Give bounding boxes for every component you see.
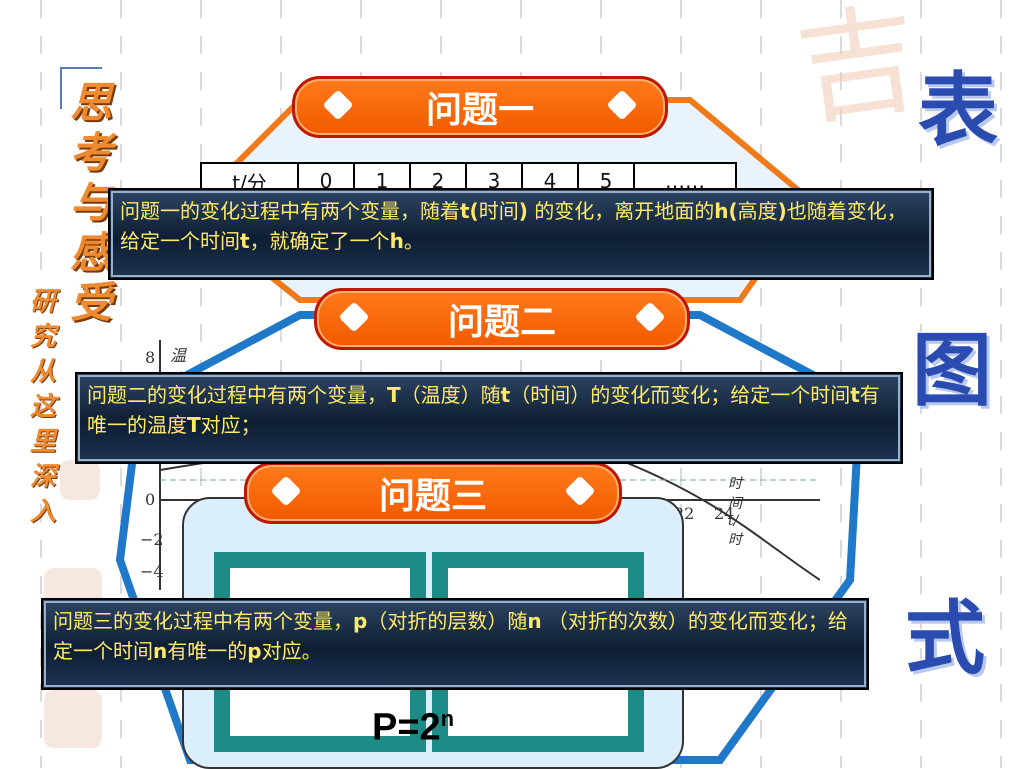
- diamond-icon: [322, 89, 354, 121]
- banner-text: ，就确定了一个: [249, 229, 390, 253]
- banner-text: 有唯一的: [167, 639, 248, 663]
- banner-text: 有唯一的温度: [87, 383, 880, 437]
- banner-text: 高度: [737, 199, 778, 223]
- banner-text: 问题一的变化过程中有两个变量，随着: [120, 199, 460, 223]
- banner-text: （时间）的变化而变化；给定一个时间: [510, 383, 851, 407]
- problem-1-description: 问题一的变化过程中有两个变量，随着t(时间) 的变化，离开地面的h(高度)也随着…: [108, 188, 934, 280]
- graph-ytick: −2: [140, 530, 164, 549]
- side-title-char: 与: [70, 178, 113, 227]
- diamond-icon: [270, 475, 302, 507]
- problem-2-pill: 问题二: [314, 288, 690, 350]
- side-title-char: 考: [70, 128, 113, 177]
- side-subtitle-char: 究: [30, 322, 57, 352]
- formula: P=2n: [372, 706, 454, 750]
- banner-bold: t: [500, 383, 511, 407]
- banner-text: 也随着变化，给定一个时间: [120, 199, 907, 253]
- side-title-char: 受: [70, 278, 113, 327]
- banner-bold: ): [777, 199, 787, 223]
- side-subtitle-char: 入: [30, 497, 57, 527]
- banner-bold: t: [240, 229, 250, 253]
- banner-text: （温度）随: [400, 383, 501, 407]
- right-title-shi: 式: [905, 591, 985, 685]
- corner-mark: [60, 67, 102, 109]
- problem-1-label: 问题一: [425, 90, 534, 131]
- banner-bold: t: [850, 383, 860, 407]
- problem-3-description: 问题三的变化过程中有两个变量，p（对折的层数）随n （对折的次数）的变化而变化；…: [41, 598, 869, 690]
- banner-text: 问题三的变化过程中有两个变量，: [53, 609, 353, 633]
- problem-2-description: 问题二的变化过程中有两个变量，T（温度）随t（时间）的变化而变化；给定一个时间t…: [75, 372, 903, 464]
- banner-bold: h(: [714, 199, 738, 223]
- banner-bold: T: [187, 413, 201, 437]
- banner-text: 对应；: [200, 413, 261, 437]
- side-subtitle-char: 从: [30, 357, 57, 387]
- banner-bold: ): [518, 199, 528, 223]
- formula-base: P=2: [372, 706, 441, 749]
- problem-3-label: 问题三: [378, 476, 487, 517]
- side-subtitle-char: 这: [30, 392, 57, 422]
- decorative-seal-small: [44, 690, 102, 748]
- side-subtitle-char: 研: [30, 287, 57, 317]
- banner-text: 问题二的变化过程中有两个变量，: [87, 383, 387, 407]
- diamond-icon: [338, 301, 370, 333]
- banner-bold: h: [389, 229, 404, 253]
- banner-bold: p: [247, 639, 262, 663]
- side-subtitle: 研 究 从 这 里 深 入: [30, 285, 66, 530]
- banner-bold: p: [353, 609, 368, 633]
- graph-ytick: 8: [145, 348, 156, 367]
- banner-bold: n: [527, 609, 542, 633]
- banner-bold: t(: [460, 199, 479, 223]
- banner-text: 时间: [478, 199, 519, 223]
- side-title-char: 思: [70, 78, 113, 127]
- banner-text: （对折的层数）随: [367, 609, 528, 633]
- diamond-icon: [606, 89, 638, 121]
- side-title-char: 感: [70, 228, 113, 277]
- banner-text: （对折的次数）的变化而变化；给定一个时间: [53, 609, 848, 663]
- right-title-biao: 表: [918, 63, 998, 157]
- problem-1-pill: 问题一: [292, 76, 668, 138]
- right-title-tu: 图: [912, 323, 992, 417]
- decorative-seal-small: [60, 460, 100, 500]
- banner-text: 。: [403, 229, 424, 253]
- banner-text: 对应。: [261, 639, 322, 663]
- graph-ytick: −4: [140, 562, 164, 581]
- side-subtitle-char: 里: [30, 427, 57, 457]
- side-subtitle-char: 深: [30, 462, 57, 492]
- graph-xlabel: 时间 t/时: [728, 476, 742, 548]
- banner-bold: T: [387, 383, 401, 407]
- diamond-icon: [564, 475, 596, 507]
- problem-2-label: 问题二: [447, 302, 556, 343]
- banner-text: 的变化，离开地面的: [527, 199, 715, 223]
- side-title: 思 考 与 感 受: [70, 78, 130, 328]
- formula-exponent: n: [440, 706, 455, 731]
- graph-ytick: 0: [145, 490, 156, 509]
- diamond-icon: [634, 301, 666, 333]
- problem-3-pill: 问题三: [244, 462, 622, 524]
- banner-bold: n: [153, 639, 168, 663]
- graph-xtick: 24: [714, 504, 735, 523]
